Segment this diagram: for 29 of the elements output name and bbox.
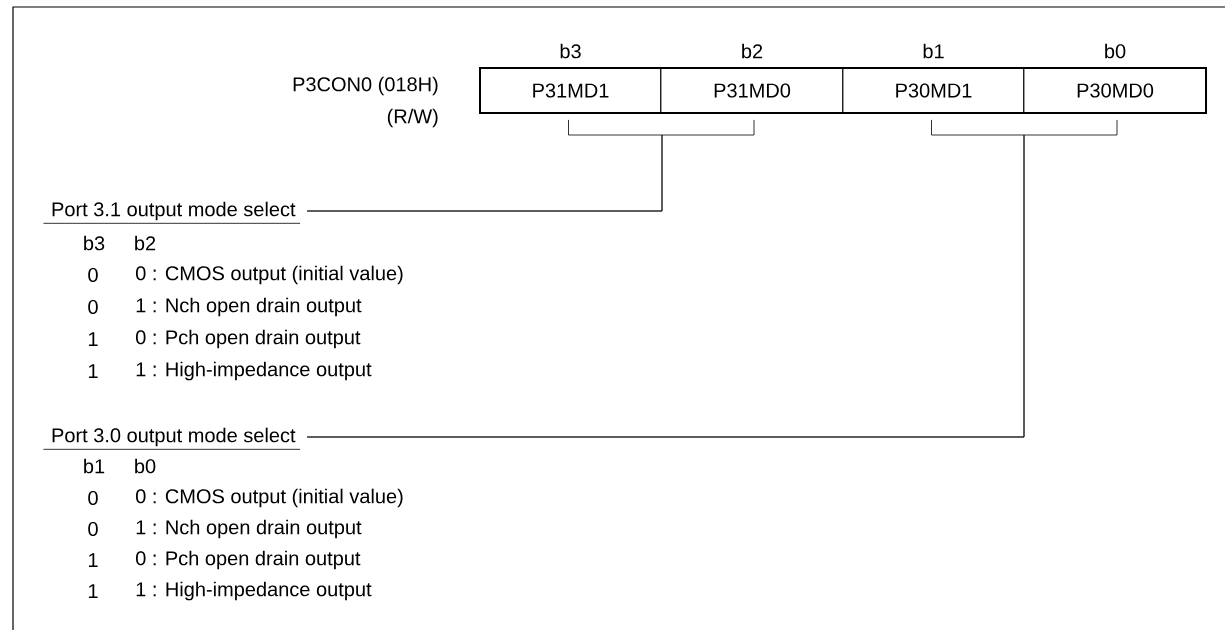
table-text: 0 : CMOS output (initial value) [136,265,403,285]
bit-label: b1 [923,43,944,59]
table-text: 1 [88,364,98,378]
table-text: 1 [88,553,98,567]
table-text: 1 : Nch open drain output [136,297,362,317]
table-text: 0 : CMOS output (initial value) [136,488,403,508]
table-text: 0 [88,521,98,537]
table-text: 1 : Nch open drain output [136,519,362,539]
bit-label: b0 [1105,43,1126,59]
table-text: 1 [88,584,98,598]
table-text: 0 : Pch open drain output [136,550,361,570]
heading: Port 3.0 output mode select [43,427,300,450]
table-text: 1 : High-impedance output [136,361,372,381]
heading: Port 3.1 output mode select [43,201,300,224]
register-name: (R/W) [387,108,438,128]
register-cell: P30MD1 [842,67,1025,114]
bit-label: b2 [742,43,763,59]
register-cell: P31MD0 [660,67,844,114]
table-text: 0 [88,299,98,315]
table-text: 1 [88,332,98,346]
table-text: 0 : Pch open drain output [136,329,361,349]
table-text: 1 : High-impedance output [136,581,372,601]
table-text: 0 [88,490,98,506]
node-label: P31MD1 [533,83,609,98]
table-text: 0 [88,267,98,283]
register-name: P3CON0 (018H) [293,76,438,96]
register-cell: P30MD0 [1023,67,1207,114]
bit-label: b3 [560,43,581,59]
bracket-line [307,120,755,212]
